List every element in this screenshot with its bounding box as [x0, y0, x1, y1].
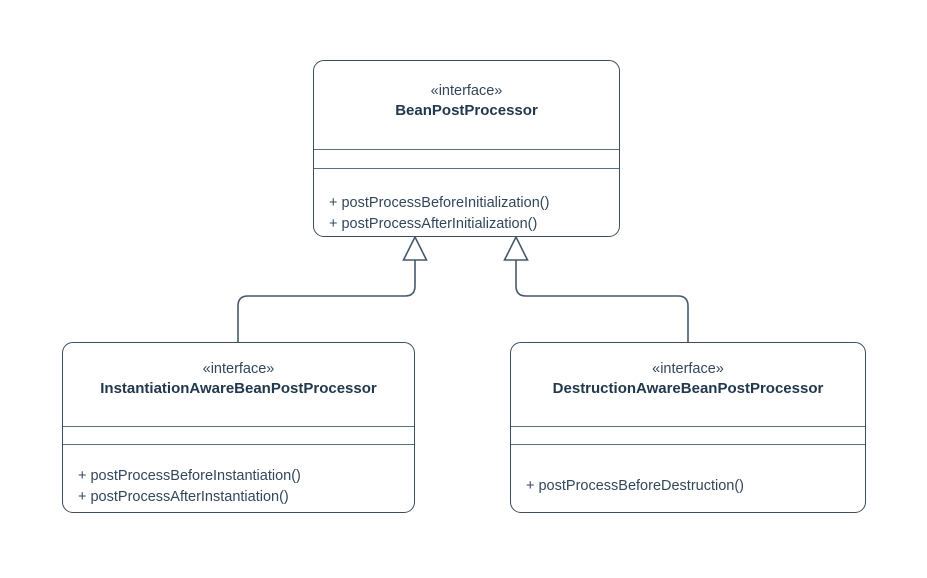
compartment-separator-methods	[63, 444, 414, 445]
class-stereotype: «interface»	[652, 361, 724, 377]
header-spacer	[314, 121, 619, 149]
generalization-arrowhead-destruction-aware	[503, 235, 529, 261]
generalization-arrowhead-instantiation-aware	[402, 235, 428, 261]
header-spacer	[511, 399, 865, 426]
compartment-separator-methods	[511, 444, 865, 445]
method-item: + postProcessBeforeInstantiation()	[78, 468, 301, 484]
generalization-edge-destruction-aware	[515, 260, 689, 342]
class-box-instantiation-aware-bean-post-processor[interactable]: «interface» InstantiationAwareBeanPostPr…	[62, 342, 415, 513]
method-item: + postProcessAfterInstantiation()	[78, 489, 289, 505]
attributes-compartment	[511, 427, 865, 444]
generalization-edge-instantiation-aware	[237, 260, 416, 342]
class-header-instantiation-aware: «interface» InstantiationAwareBeanPostPr…	[63, 343, 414, 399]
class-header-bean-post-processor: «interface» BeanPostProcessor	[314, 61, 619, 121]
method-item: + postProcessAfterInitialization()	[329, 216, 538, 232]
compartment-separator-attributes	[511, 426, 865, 427]
class-header-destruction-aware: «interface» DestructionAwareBeanPostProc…	[511, 343, 865, 399]
compartment-separator-methods	[314, 168, 619, 169]
class-name: BeanPostProcessor	[395, 102, 538, 119]
method-item: + postProcessBeforeInitialization()	[329, 195, 550, 211]
class-stereotype: «interface»	[430, 83, 503, 99]
class-box-bean-post-processor[interactable]: «interface» BeanPostProcessor + postProc…	[313, 60, 620, 237]
attributes-compartment	[63, 427, 414, 444]
class-stereotype: «interface»	[202, 361, 275, 377]
class-name: DestructionAwareBeanPostProcessor	[552, 380, 824, 397]
methods-compartment: + postProcessBeforeInitialization() + po…	[314, 169, 619, 235]
header-spacer	[63, 399, 414, 426]
compartment-separator-attributes	[314, 149, 619, 150]
attributes-compartment	[314, 150, 619, 168]
methods-compartment: + postProcessBeforeInstantiation() + pos…	[63, 445, 414, 508]
method-item: + postProcessBeforeDestruction()	[526, 478, 744, 494]
class-name: InstantiationAwareBeanPostProcessor	[100, 380, 377, 397]
compartment-separator-attributes	[63, 426, 414, 427]
methods-compartment: + postProcessBeforeDestruction()	[511, 445, 865, 497]
class-box-destruction-aware-bean-post-processor[interactable]: «interface» DestructionAwareBeanPostProc…	[510, 342, 866, 513]
